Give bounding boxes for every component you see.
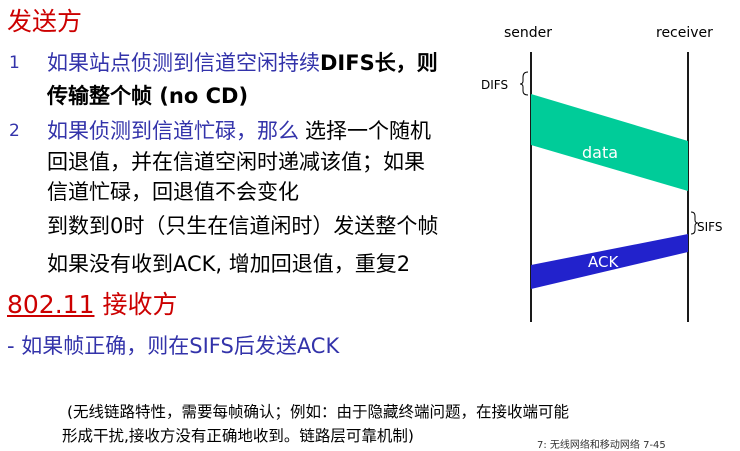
receiver-heading-standard: 802.11 [7,290,95,319]
item-1-line1-a: 如果站点侦测到信道空闲持续 [47,51,320,75]
slide-footer: 7: 无线网络和移动网络 7-45 [537,440,666,451]
difs-label: DIFS [481,78,508,92]
ack-frame [531,234,688,289]
sender-label: sender [504,25,552,41]
difs-brace [519,71,529,96]
sifs-label: SIFS [697,220,722,234]
note-line2: 形成干扰,接收方没有正确地收到。链路层可靠机制) [62,427,414,445]
data-label: data [582,143,618,162]
note-line1: (无线链路特性，需要每帧确认；例如：由于隐藏终端问题，在接收端可能 [67,403,570,421]
data-frame [531,94,688,191]
receiver-item: - 如果帧正确，则在SIFS后发送ACK [7,334,340,358]
item-2-line1-a: 如果侦测到信道忙碌，那么 [47,119,299,143]
item-2-line1-b: 选择一个随机 [305,119,431,143]
item-1-line1-b: DIFS长，则 [320,51,438,75]
item-1-line1: 如果站点侦测到信道空闲持续DIFS长，则 [47,47,438,77]
item-2-line4: 到数到0时（只生在信道闲时）发送整个帧 [47,214,439,238]
item-1-number: 1 [9,53,20,73]
ack-label: ACK [588,253,619,271]
receiver-label: receiver [656,25,713,41]
item-2-number: 2 [9,121,20,141]
item-2-line1: 如果侦测到信道忙碌，那么选择一个随机 [47,115,431,145]
item-2-line5: 如果没有收到ACK, 增加回退值，重复2 [47,252,411,276]
item-1-line2: 传输整个帧 (no CD) [47,84,249,108]
sifs-brace [690,211,699,235]
sender-heading: 发送方 [7,7,83,36]
item-2-line3: 信道忙碌，回退值不会变化 [47,180,299,204]
receiver-heading-label: 接收方 [102,290,178,319]
item-2-line2: 回退值，并在信道空闲时递减该值；如果 [47,150,425,174]
